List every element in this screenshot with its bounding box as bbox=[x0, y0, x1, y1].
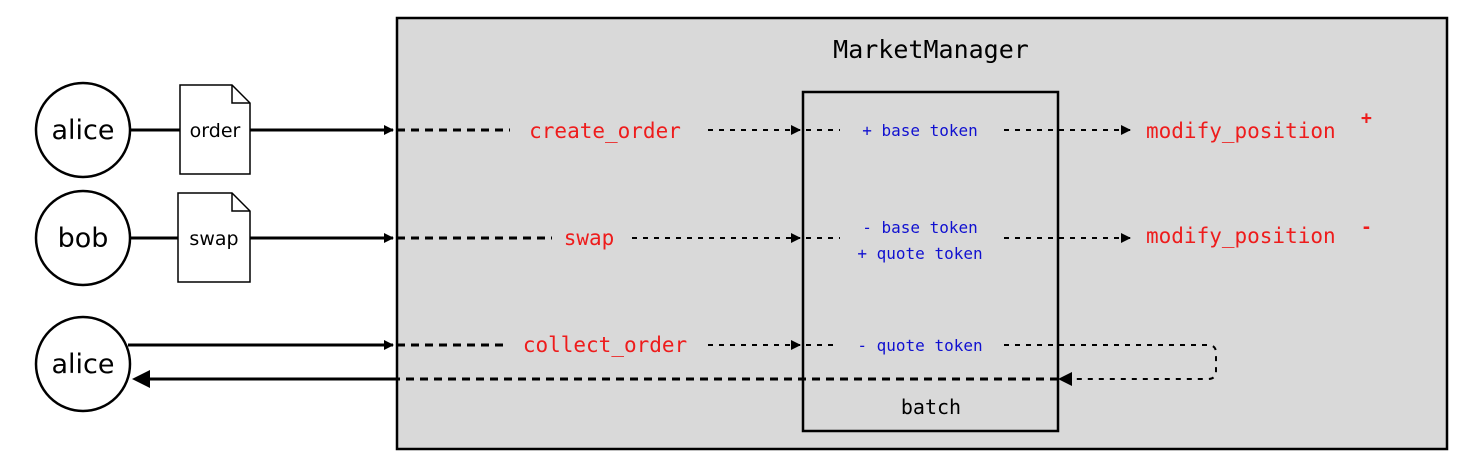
token-row2-line2: + quote token bbox=[857, 244, 982, 263]
document-swap-label: swap bbox=[189, 228, 238, 250]
token-row2-line1: - base token bbox=[862, 218, 978, 237]
op-create-order: create_order bbox=[529, 119, 681, 143]
actor-alice-top: alice bbox=[34, 81, 132, 179]
position-positive-label: modify_position bbox=[1146, 119, 1336, 143]
return-loop-arrowhead bbox=[1058, 372, 1072, 386]
op-swap: swap bbox=[564, 226, 615, 250]
market-manager-container bbox=[395, 16, 1449, 451]
op-collect-order: collect_order bbox=[523, 333, 687, 357]
token-row3: - quote token bbox=[857, 336, 982, 355]
actor-alice-bottom-label: alice bbox=[51, 349, 114, 380]
actor-alice-bottom: alice bbox=[34, 315, 132, 413]
return-loop-path bbox=[1004, 344, 1217, 380]
return-arrowhead bbox=[132, 370, 150, 388]
document-order-label: order bbox=[190, 120, 241, 142]
actor-alice-top-label: alice bbox=[51, 115, 114, 146]
document-swap-icon: swap bbox=[177, 192, 251, 283]
position-negative-sign: - bbox=[1361, 217, 1372, 238]
position-positive-sign: + bbox=[1361, 108, 1372, 129]
actor-bob-label: bob bbox=[58, 223, 109, 254]
actor-bob: bob bbox=[34, 189, 132, 287]
batch-box bbox=[801, 90, 1060, 433]
batch-label: batch bbox=[901, 395, 961, 419]
container-title: MarketManager bbox=[833, 35, 1029, 64]
document-order-icon: order bbox=[179, 84, 251, 175]
token-row1: + base token bbox=[862, 121, 978, 140]
position-negative-label: modify_position bbox=[1146, 224, 1336, 248]
